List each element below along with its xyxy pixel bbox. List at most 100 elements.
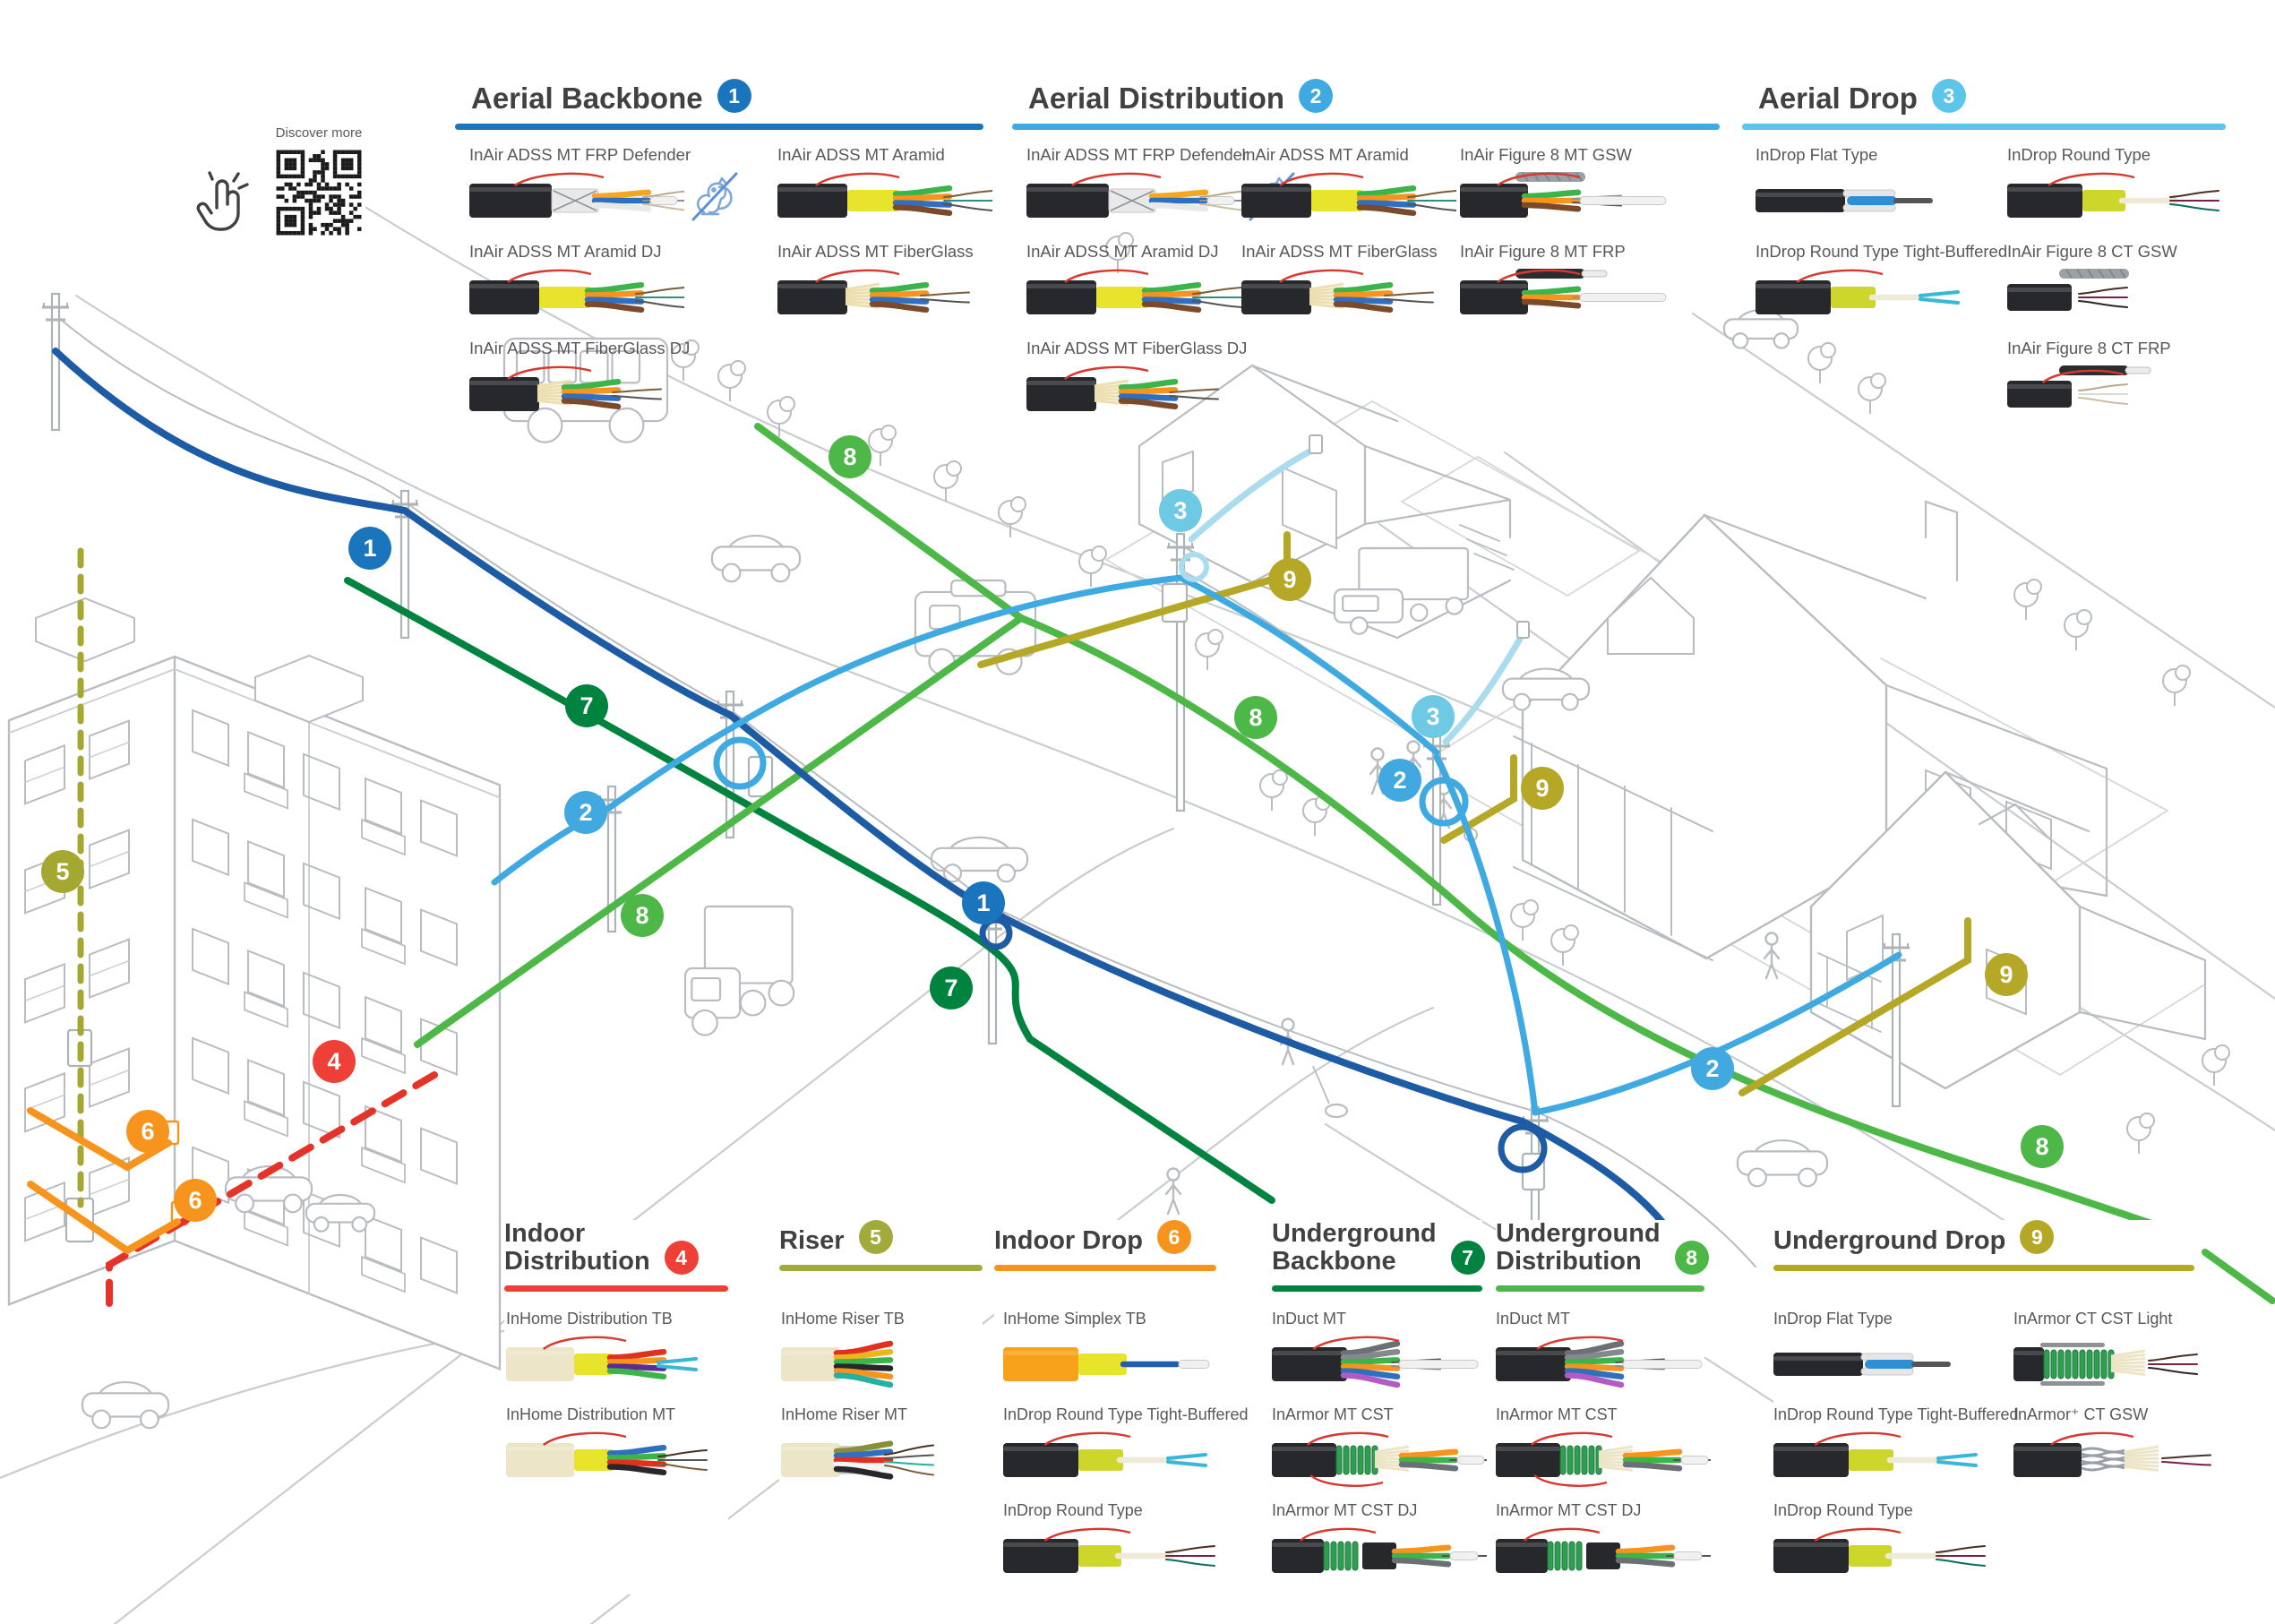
svg-text:2: 2 [1393, 767, 1406, 794]
svg-text:6: 6 [141, 1118, 154, 1145]
cable-product-label: InAir ADSS MT FiberGlass [777, 242, 974, 261]
section-number-badge: 6 [1156, 1220, 1191, 1254]
cable-product-label: InArmor MT CST DJ [1272, 1501, 1418, 1519]
section-title: Indoor Drop [994, 1226, 1143, 1255]
cable-product-label: InHome Riser TB [781, 1310, 905, 1328]
cable-product-label: InHome Simplex TB [1003, 1310, 1146, 1328]
map-badge-3: 3 [1159, 489, 1202, 532]
cable-illustration [781, 1340, 894, 1388]
section-underline [779, 1265, 983, 1271]
svg-text:2: 2 [579, 799, 592, 826]
cable-product: InAir ADSS MT Aramid DJ [469, 242, 691, 331]
cable-illustration [1026, 269, 1242, 314]
svg-text:3: 3 [1173, 497, 1187, 524]
tap-icon [196, 171, 249, 231]
section-underline [994, 1265, 1216, 1271]
cable-product-label: InDrop Round Type Tight-Buffered [1773, 1405, 2019, 1423]
cable-product-label: InDrop Round Type Tight-Buffered [1003, 1405, 1249, 1423]
qr-code[interactable] [272, 146, 365, 239]
section-number-badge: 2 [1299, 79, 1334, 113]
map-badge-1: 1 [962, 881, 1005, 924]
cable-product-label: InDrop Round Type [1003, 1501, 1143, 1519]
section-title: Aerial Backbone [471, 82, 703, 115]
cable-product: InHome Riser TB [781, 1310, 996, 1397]
svg-text:7: 7 [944, 975, 957, 1001]
svg-text:7: 7 [579, 692, 593, 719]
cable-illustration [2013, 1431, 2211, 1477]
trees [671, 232, 2230, 1154]
cable-product-label: InAir ADSS MT Aramid DJ [469, 242, 662, 261]
section-underline [504, 1285, 728, 1292]
cable-product: InAir ADSS MT FRP Defender [469, 145, 738, 234]
cable-illustration [2007, 365, 2151, 408]
cable-product-label: InArmor CT CST Light [2013, 1310, 2173, 1328]
svg-text:3: 3 [1426, 703, 1439, 730]
cable-product: InAir ADSS MT FiberGlass DJ [469, 339, 691, 427]
cable-product: InDrop Round Type [1773, 1501, 2019, 1589]
section-title: Aerial Distribution [1028, 82, 1285, 115]
section-title: Aerial Drop [1758, 82, 1918, 115]
cable-product: InArmor MT CST DJ [1496, 1501, 1716, 1589]
cable-illustration [777, 269, 970, 314]
cable-product-label: InAir ADSS MT FiberGlass DJ [469, 339, 691, 357]
cable-product: InArmor MT CST [1272, 1405, 1499, 1493]
section-number-badge: 5 [858, 1220, 893, 1254]
cable-illustration [1496, 1431, 1723, 1487]
map-badge-7: 7 [565, 684, 608, 727]
cable-product: InAir Figure 8 CT FRP [2007, 339, 2222, 427]
cable-product: InHome Distribution MT [506, 1405, 721, 1493]
svg-text:8: 8 [843, 443, 856, 470]
cable-illustration [1003, 1527, 1215, 1573]
svg-text:5: 5 [56, 858, 69, 885]
cable-illustration [1773, 1431, 1978, 1477]
cable-product: InAir ADSS MT Aramid [777, 145, 993, 234]
map-badge-5: 5 [41, 850, 84, 893]
cable-product-label: InDuct MT [1272, 1310, 1347, 1328]
cable-product-label: InAir ADSS MT FiberGlass DJ [1026, 339, 1248, 357]
section-underline [1012, 124, 1720, 130]
cable-product: InDuct MT [1496, 1310, 1711, 1397]
section-underline [1496, 1285, 1704, 1292]
map-badge-3: 3 [1412, 695, 1455, 738]
section-number-badge: 4 [664, 1241, 699, 1275]
cable-product-label: InAir ADSS MT FRP Defender [1026, 145, 1249, 164]
section-number-badge: 8 [1674, 1241, 1709, 1275]
section-column: InDuct MT InArmor MT CST InArmor MT CST DJ [1272, 1310, 1499, 1597]
cable-illustration [1773, 1527, 1986, 1573]
cable-product-label: InDuct MT [1496, 1310, 1571, 1328]
cable-product-label: InAir ADSS MT Aramid [777, 145, 945, 164]
cable-product-label: InAir Figure 8 MT FRP [1460, 242, 1626, 261]
cable-illustration [1003, 1347, 1210, 1381]
map-badge-6: 6 [174, 1179, 217, 1222]
cable-illustration [1003, 1431, 1207, 1477]
cable-illustration [1272, 1527, 1492, 1573]
cable-product-label: InDrop Round Type [2007, 145, 2151, 164]
cable-product: InArmor CT CST Light [2013, 1310, 2228, 1397]
overhead-wires [55, 314, 1756, 1267]
discover-more-block[interactable]: Discover more [190, 125, 365, 244]
cable-product: InHome Riser MT [781, 1405, 996, 1493]
cable-product-label: InHome Distribution MT [506, 1405, 676, 1423]
cable-product: InDrop Round Type [2007, 145, 2222, 234]
svg-text:1: 1 [363, 535, 376, 562]
apartment-building [7, 597, 502, 1371]
map-badge-8: 8 [828, 435, 871, 478]
cable-product-label: InAir Figure 8 CT FRP [2007, 339, 2171, 357]
cable-product-label: InDrop Flat Type [1756, 145, 1878, 164]
section-column: InAir ADSS MT FRP Defender InAir ADSS MT… [1026, 145, 1295, 435]
cable-product: InAir Figure 8 CT GSW [2007, 242, 2222, 331]
cable-product-label: InArmor MT CST [1496, 1405, 1618, 1423]
cable-product: InAir ADSS MT Aramid [1241, 145, 1457, 234]
svg-text:2: 2 [1705, 1055, 1719, 1082]
cable-product: InAir ADSS MT FiberGlass [777, 242, 992, 331]
cable-illustration [1460, 269, 1667, 314]
cable-illustration [506, 1431, 708, 1477]
